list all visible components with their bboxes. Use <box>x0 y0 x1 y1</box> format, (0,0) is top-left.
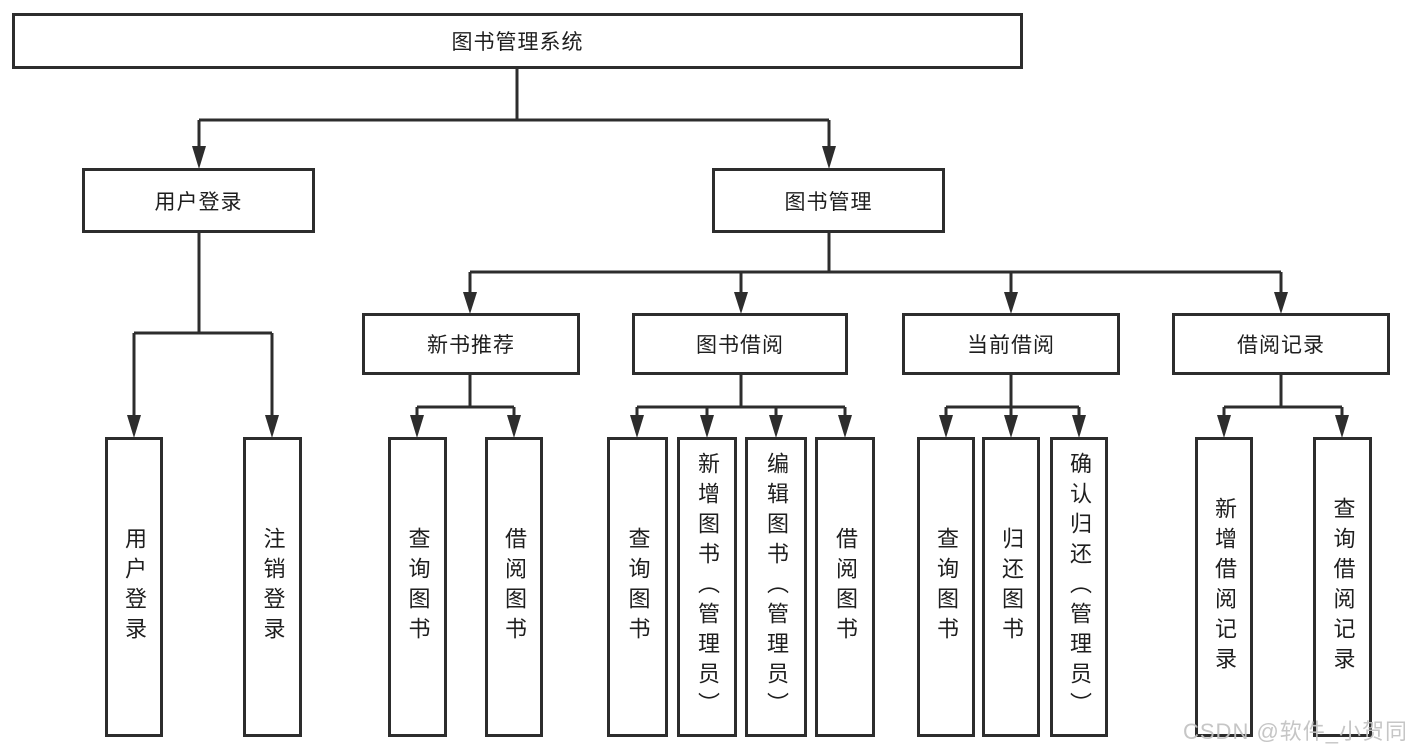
arrowhead-icon <box>127 415 141 438</box>
arrowhead-icon <box>939 415 953 438</box>
node-label: 图书管理 <box>784 190 873 214</box>
node-new-book-recommend: 新书推荐 <box>362 313 580 375</box>
arrowhead-icon <box>1004 292 1018 314</box>
arrowhead-icon <box>265 415 279 438</box>
leaf-current-confirm-return-admin: 确认归还（管理员） <box>1050 437 1108 737</box>
connector-bookmgmt-to-level3 <box>468 233 1283 292</box>
connector-bookborrow-to-leaves <box>635 375 847 416</box>
connector-root-to-level2 <box>197 68 831 147</box>
csdn-watermark: CSDN @软件_小贺同学 <box>1183 719 1405 744</box>
arrowhead-icon <box>507 415 521 438</box>
leaf-records-query-record: 查询借阅记录 <box>1313 437 1372 737</box>
node-book-borrow: 图书借阅 <box>632 313 848 375</box>
leaf-user-login: 用户登录 <box>105 437 163 737</box>
node-label: 查询借阅记录 <box>1330 497 1356 677</box>
node-label: 查询图书 <box>405 527 431 647</box>
connector-currentborrow-to-leaves <box>944 375 1081 416</box>
arrowheads <box>127 146 1349 438</box>
node-label: 借阅记录 <box>1237 334 1325 357</box>
arrowhead-icon <box>769 415 783 438</box>
leaf-borrow-add-books-admin: 新增图书（管理员） <box>677 437 737 737</box>
arrowhead-icon <box>410 415 424 438</box>
arrowhead-icon <box>192 146 206 169</box>
leaf-borrow-borrow-books: 借阅图书 <box>815 437 875 737</box>
leaf-newbook-query-books: 查询图书 <box>388 437 447 737</box>
node-current-borrow: 当前借阅 <box>902 313 1120 375</box>
arrowhead-icon <box>1274 292 1288 314</box>
node-label: 查询图书 <box>934 527 959 647</box>
connector-newbook-to-leaves <box>415 375 516 416</box>
node-label: 借阅图书 <box>502 527 527 647</box>
connector-records-to-leaves <box>1222 375 1344 416</box>
node-label: 当前借阅 <box>967 334 1055 357</box>
node-label: 注销登录 <box>260 527 286 647</box>
leaf-borrow-edit-books-admin: 编辑图书（管理员） <box>745 437 807 737</box>
leaf-borrow-query-books: 查询图书 <box>607 437 668 737</box>
node-borrow-records: 借阅记录 <box>1172 313 1390 375</box>
node-label: 新书推荐 <box>427 334 515 357</box>
node-label: 确认归还（管理员） <box>1067 452 1092 722</box>
leaf-records-add-record: 新增借阅记录 <box>1195 437 1253 737</box>
node-label: 新增图书（管理员） <box>695 452 720 722</box>
arrowhead-icon <box>700 415 714 438</box>
arrowhead-icon <box>463 292 477 314</box>
leaf-current-return-books: 归还图书 <box>982 437 1040 737</box>
connector-userlogin-to-leaves <box>132 233 274 416</box>
arrowhead-icon <box>1217 415 1231 438</box>
arrowhead-icon <box>822 146 836 169</box>
node-label: 用户登录 <box>154 190 243 214</box>
leaf-current-query-books: 查询图书 <box>917 437 975 737</box>
arrowhead-icon <box>630 415 644 438</box>
leaf-logout: 注销登录 <box>243 437 302 737</box>
node-label: 归还图书 <box>999 527 1024 647</box>
node-label: 新增借阅记录 <box>1212 497 1237 677</box>
node-label: 用户登录 <box>122 527 147 647</box>
arrowhead-icon <box>1072 415 1086 438</box>
node-user-login: 用户登录 <box>82 168 315 233</box>
node-label: 图书管理系统 <box>451 31 584 54</box>
arrowhead-icon <box>734 292 748 314</box>
node-label: 借阅图书 <box>833 527 858 647</box>
node-root: 图书管理系统 <box>12 13 1023 69</box>
node-label: 图书借阅 <box>696 334 784 357</box>
arrowhead-icon <box>1004 415 1018 438</box>
node-book-management: 图书管理 <box>712 168 945 233</box>
arrowhead-icon <box>838 415 852 438</box>
node-label: 查询图书 <box>625 527 651 647</box>
leaf-newbook-borrow-books: 借阅图书 <box>485 437 543 737</box>
arrowhead-icon <box>1335 415 1349 438</box>
node-label: 编辑图书（管理员） <box>764 452 789 722</box>
